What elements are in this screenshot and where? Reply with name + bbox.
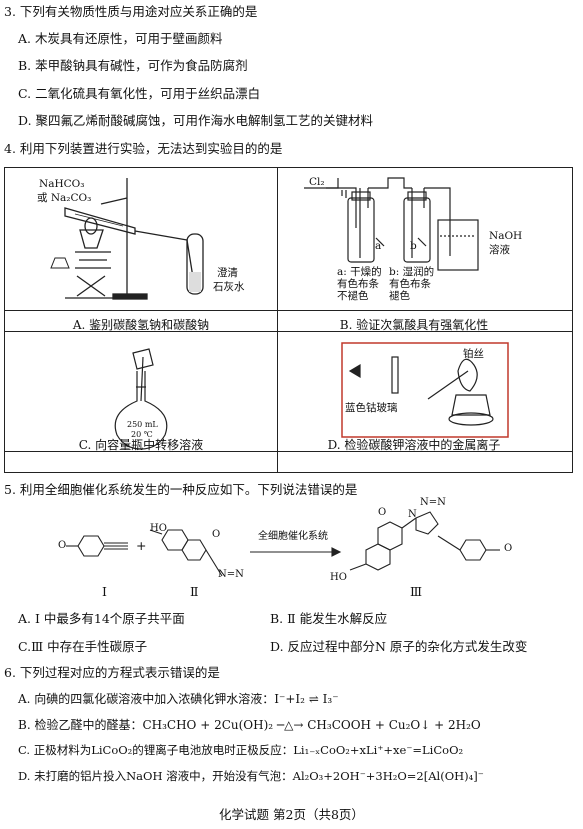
q5-label-III: Ⅲ [410, 584, 423, 599]
q5-option-c: C.Ⅲ 中存在手性碳原子 [18, 639, 148, 654]
figD-flame-test-drawing [341, 342, 509, 438]
q6-option-c: C. 正极材料为LiCoO₂的锂离子电池放电时正极反应：Li₁₋ₓCoO₂+xL… [18, 743, 464, 757]
figB-label-solution: 溶液 [489, 244, 510, 256]
q5-plus-sign: + [136, 538, 147, 553]
q5-triazole-N: N [408, 509, 417, 520]
figB-label-naoh: NaOH [489, 230, 523, 242]
q5-methoxy-O-III: O [504, 543, 513, 554]
figC-label-temp: 20 ℃ [131, 430, 153, 439]
q5-label-I: Ⅰ [102, 584, 107, 599]
q5-option-b: B. Ⅱ 能发生水解反应 [270, 611, 388, 626]
q5-label-II: Ⅱ [190, 584, 199, 599]
figB-label-a: a [375, 240, 382, 252]
figA-caption: A. 鉴别碳酸氢钠和碳酸钠 [72, 318, 210, 332]
q5-option-d: D. 反应过程中部分N 原子的杂化方式发生改变 [270, 639, 528, 654]
figB-apparatus-drawing [304, 177, 479, 271]
q5-carbonyl-O-II: O [212, 529, 221, 540]
q5-ho-III: HO [330, 572, 347, 583]
q6-option-d: D. 未打磨的铝片投入NaOH 溶液中，开始没有气泡：Al₂O₃+2OH⁻+3H… [18, 769, 484, 783]
figA-label-na2co3: 或 Na₂CO₃ [37, 192, 92, 204]
q5-azide-N: N=N [218, 569, 244, 580]
q3-stem: 3. 下列有关物质性质与用途对应关系正确的是 [4, 4, 258, 19]
q3-option-c: C. 二氧化硫具有氧化性，可用于丝织品漂白 [18, 86, 261, 101]
figB-caption: B. 验证次氯酸具有强氧化性 [339, 318, 489, 332]
figB-label-cl2: Cl₂ [309, 176, 325, 188]
figC-caption: C. 向容量瓶中转移溶液 [78, 438, 204, 452]
figA-label-nahco3: NaHCO₃ [39, 178, 85, 190]
q5-methoxy-O-I: O [58, 540, 67, 551]
figA-label-limewater2: 石灰水 [213, 281, 245, 293]
figA-apparatus-drawing [50, 178, 204, 300]
page-footer: 化学试题 第2页（共8页） [219, 807, 364, 822]
q5-reaction-scheme [66, 511, 500, 577]
figB-note-b: b: 湿润的 有色布条 褪色 [389, 266, 435, 303]
figC-volumetric-flask-drawing [114, 348, 168, 450]
figD-label-wire: 铂丝 [463, 348, 484, 360]
q5-carbonyl-O-III: O [378, 507, 387, 518]
q3-option-a: A. 木炭具有还原性，可用于壁画颜料 [18, 31, 223, 46]
q3-option-d: D. 聚四氟乙烯耐酸碱腐蚀，可用作海水电解制氢工艺的关键材料 [18, 113, 374, 128]
q6-option-b: B. 检验乙醛中的醛基：CH₃CHO + 2Cu(OH)₂ ─△→ CH₃COO… [18, 718, 481, 732]
q6-stem: 6. 下列过程对应的方程式表示错误的是 [4, 665, 220, 680]
q5-ho-II: HO [150, 523, 167, 534]
figB-note-a: a: 干燥的 有色布条 不褪色 [337, 266, 382, 303]
figD-caption: D. 检验碳酸钾溶液中的金属离子 [327, 438, 501, 452]
q5-option-a: A. Ⅰ 中最多有14个原子共平面 [18, 611, 185, 626]
q4-apparatus-table: NaHCO₃ 或 Na₂CO₃ 澄清 石灰水 A. 鉴别碳酸氢钠和碳酸钠 Cl₂ [4, 167, 573, 473]
figB-label-b: b [410, 240, 417, 252]
q5-triazole-NN: N=N [420, 497, 446, 508]
figD-label-glass: 蓝色钴玻璃 [345, 402, 398, 414]
q5-stem: 5. 利用全细胞催化系统发生的一种反应如下。下列说法错误的是 [4, 482, 358, 497]
figA-label-limewater1: 澄清 [217, 267, 238, 279]
q6-option-a: A. 向碘的四氯化碳溶液中加入浓碘化钾水溶液：I⁻+I₂ ⇌ I₃⁻ [18, 692, 339, 706]
figC-label-volume: 250 mL [127, 420, 158, 429]
q3-option-b: B. 苯甲酸钠具有碱性，可作为食品防腐剂 [18, 58, 248, 73]
q5-arrow-label: 全细胞催化系统 [258, 531, 328, 542]
q4-stem: 4. 利用下列装置进行实验，无法达到实验目的的是 [4, 141, 283, 156]
